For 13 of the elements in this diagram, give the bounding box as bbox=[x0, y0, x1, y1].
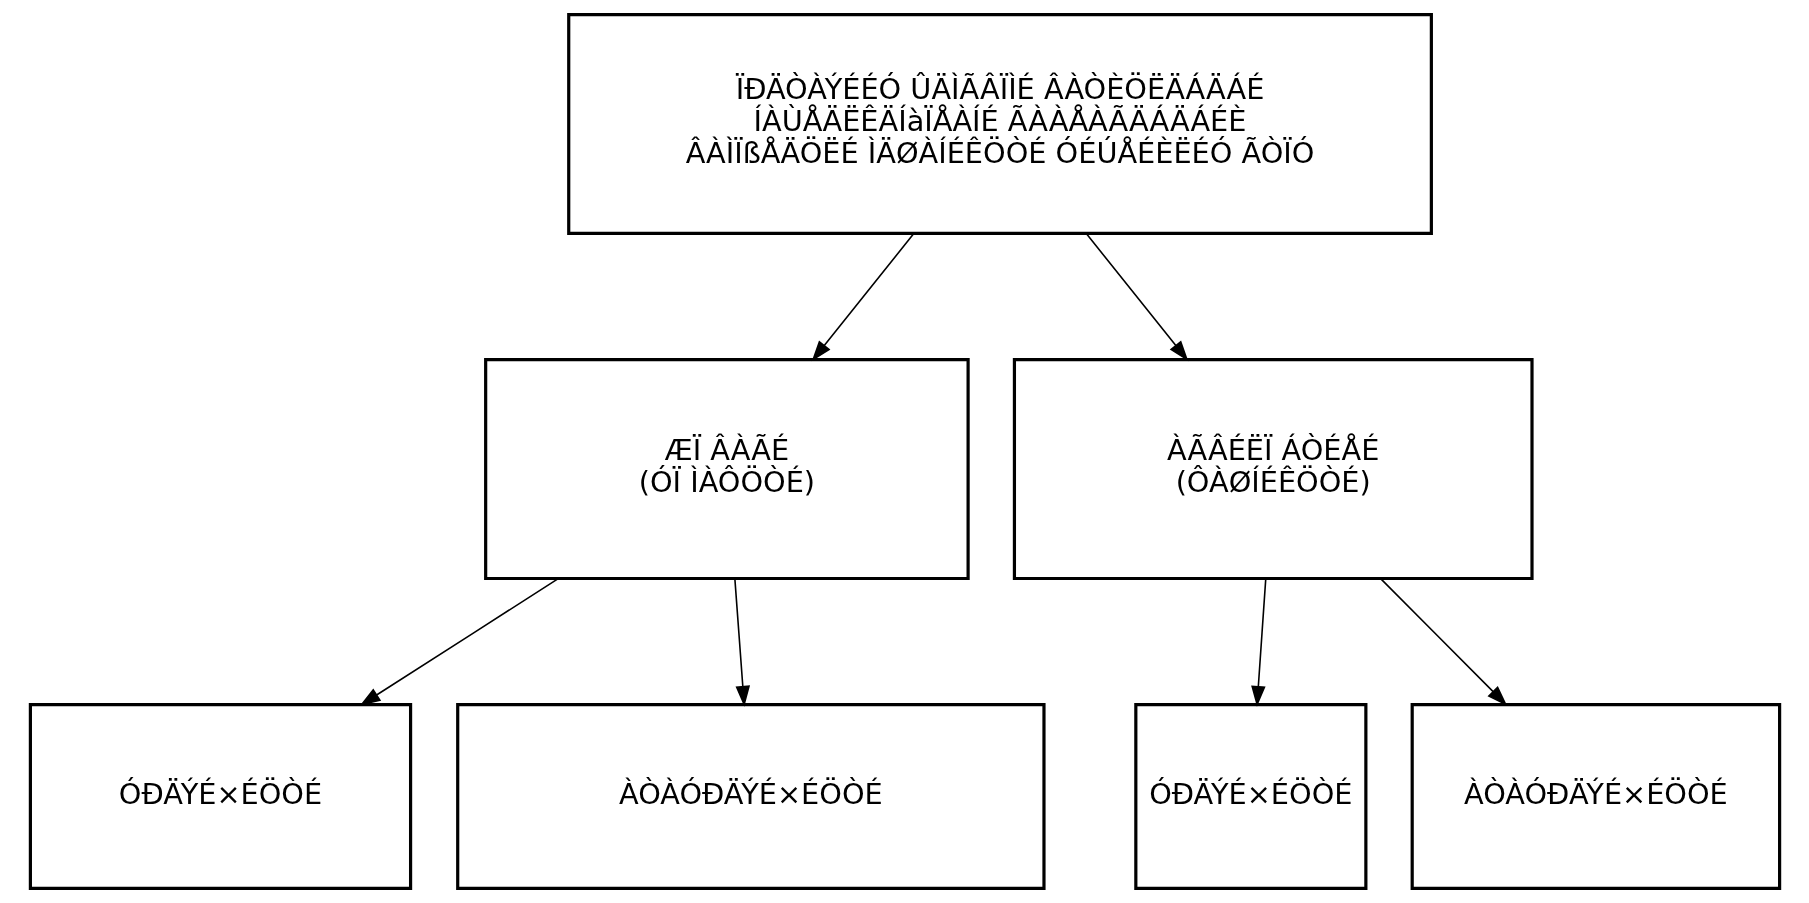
node-box: ÀÃÂÉËÏ ÁÒÉÅÉ (ÔÀØÍÉÊÖÒÉ) bbox=[1012, 358, 1534, 581]
arrow bbox=[733, 577, 750, 707]
arrow bbox=[1250, 577, 1267, 707]
node-box: ÀÒÀÓÐÄÝÉ×ÉÖÒÉ bbox=[1410, 703, 1781, 890]
node-box: ÀÒÀÓÐÄÝÉ×ÉÖÒÉ bbox=[455, 703, 1046, 890]
node-box: ÓÐÄÝÉ×ÉÖÒÉ bbox=[28, 703, 412, 890]
arrow bbox=[1085, 233, 1188, 362]
node-box: ÆÏ ÂÀÃÉ (ÓÏ ÌÀÔÖÒÉ) bbox=[483, 358, 970, 581]
node-box: ÓÐÄÝÉ×ÉÖÒÉ bbox=[1133, 703, 1367, 890]
arrow bbox=[811, 233, 914, 362]
arrow bbox=[359, 577, 559, 706]
arrow bbox=[1379, 577, 1507, 706]
node-box: ÏÐÄÒÀÝÉÉÓ ÛÄÌÃÂÏÌÉ ÂÀÒÈÖËÄÁÄÁÉ ÍÀÙÅÄËÊÄÍàÏÅÀÍÉ ÃÀÀÅÀÃÄÁÄÁÉÈ ÂÀÌÏßÅÄÖËÉ ÌÄØÀÍÉÊÖÒÉ ÓÉÚÅÉÈËÉÓ ÃÒÏÓ bbox=[566, 13, 1433, 236]
